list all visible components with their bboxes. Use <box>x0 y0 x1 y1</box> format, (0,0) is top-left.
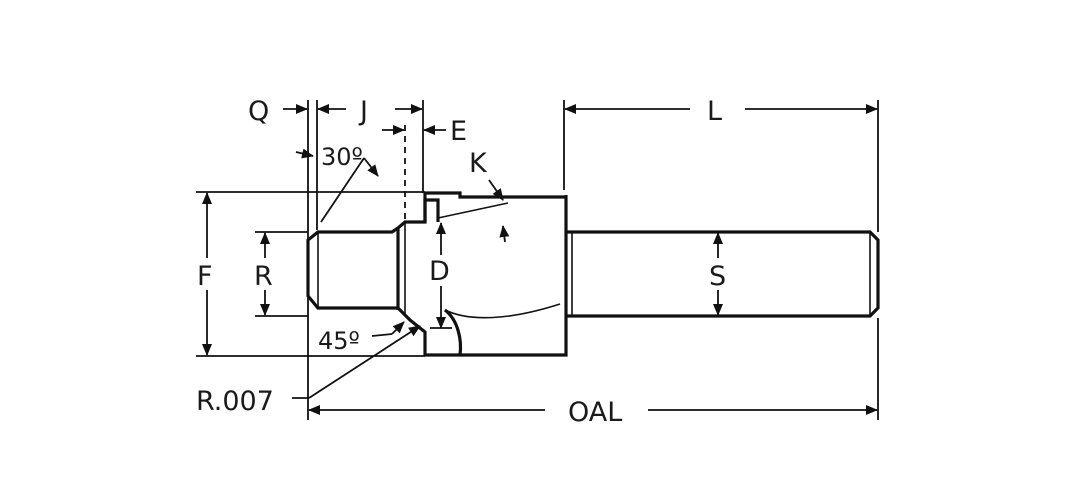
label-45-degree: 45º <box>318 327 360 355</box>
label-oal: OAL <box>568 397 622 428</box>
label-l: L <box>707 96 722 127</box>
label-r: R <box>254 261 273 292</box>
part-outline <box>306 191 880 357</box>
label-e: E <box>450 116 467 147</box>
label-j: J <box>358 96 368 127</box>
label-s: S <box>709 261 726 292</box>
extension-lines <box>196 100 879 420</box>
label-radius: R.007 <box>196 386 274 417</box>
shank <box>566 230 880 318</box>
label-q: Q <box>248 96 269 127</box>
flute-curve <box>444 303 561 319</box>
labels: Q J E L K 30º F R D S 45º R.007 OAL <box>196 96 726 428</box>
k-edge-line <box>437 202 509 219</box>
label-k: K <box>469 148 488 179</box>
label-30-degree: 30º <box>321 143 363 171</box>
flute-edge <box>443 308 463 356</box>
label-f: F <box>197 261 213 292</box>
dimension-lines <box>202 104 878 415</box>
cutting-face <box>423 198 440 222</box>
label-d: D <box>429 256 450 287</box>
